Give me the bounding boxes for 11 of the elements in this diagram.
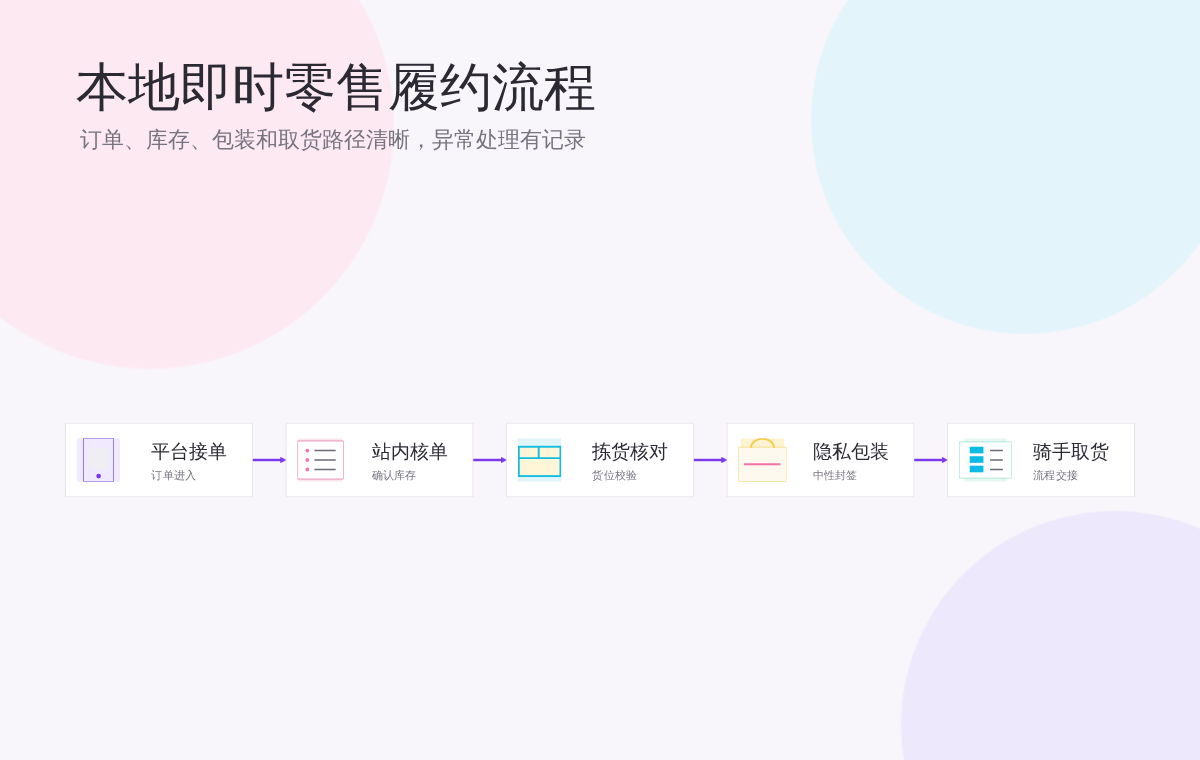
node-box: 平台接单 订单进入 — [65, 422, 253, 498]
node-box: 骑手取货 流程交接 — [947, 422, 1135, 498]
node-box: 隐私包装 中性封签 — [726, 422, 915, 498]
diagram-caption: 订单、库存、包装和取货路径清晰，异常处理有记录 — [80, 126, 586, 154]
node-box: 站内核单 确认库存 — [285, 422, 474, 498]
arrow — [472, 456, 507, 464]
node-box: 拣货核对 货位校验 — [506, 422, 694, 498]
arrow — [693, 456, 728, 464]
arrow — [252, 456, 287, 464]
arrow — [913, 456, 948, 464]
diagram-title: 本地即时零售履约流程 — [76, 56, 596, 119]
